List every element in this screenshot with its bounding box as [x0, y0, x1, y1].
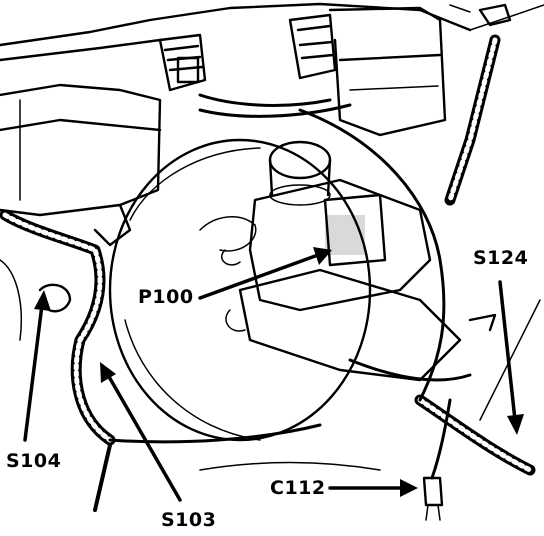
p100-arrowhead — [313, 247, 332, 265]
right-wire-harness — [298, 3, 536, 476]
callout-s124: S124 — [473, 247, 529, 269]
s104-arrow — [23, 303, 44, 442]
left-wire-harness — [0, 209, 322, 512]
callout-arrows — [23, 247, 524, 502]
callout-p100: P100 — [138, 286, 194, 308]
cowl-panel — [0, 2, 544, 62]
s104-arrowhead — [34, 290, 51, 311]
s124-arrowhead — [507, 414, 524, 435]
c112-arrowhead — [400, 479, 418, 497]
callout-c112: C112 — [270, 477, 326, 499]
reservoir-right — [328, 6, 447, 137]
s124-arrow — [498, 280, 517, 422]
relay-connectors — [158, 13, 352, 118]
p100-arrow — [198, 253, 320, 300]
s103-arrow — [106, 373, 182, 502]
c112-connector — [422, 398, 452, 521]
callout-s103: S103 — [161, 509, 217, 531]
master-cylinder — [225, 140, 462, 382]
callout-s104: S104 — [6, 450, 62, 472]
s103-arrowhead — [100, 362, 116, 383]
brake-booster — [108, 138, 372, 442]
